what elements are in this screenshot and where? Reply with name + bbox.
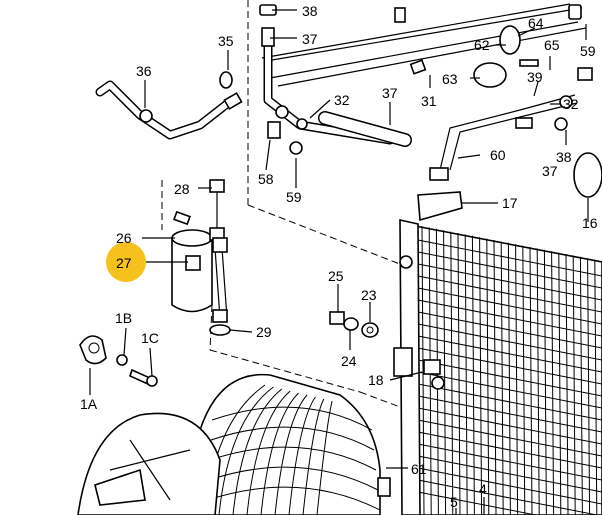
label-60: 60 (490, 147, 506, 163)
label-37: 37 (302, 31, 318, 47)
label-5: 5 (450, 494, 458, 510)
label-1c: 1C (141, 330, 159, 346)
label-65: 65 (544, 37, 560, 53)
label-4: 4 (479, 481, 487, 497)
label-17: 17 (502, 195, 518, 211)
label-1b: 1B (115, 310, 132, 326)
label-16: 16 (582, 215, 598, 231)
label-58: 58 (258, 171, 274, 187)
label-18: 18 (368, 372, 384, 388)
label-59-top: 59 (580, 43, 596, 59)
receiver-drier (171, 179, 231, 336)
label-59: 59 (286, 189, 302, 205)
label-64: 64 (528, 15, 544, 31)
label-27: 27 (116, 255, 132, 271)
bracket-1a (79, 335, 158, 387)
label-31: 31 (421, 93, 437, 109)
label-29: 29 (256, 324, 272, 340)
small-parts (329, 311, 379, 338)
label-63: 63 (442, 71, 458, 87)
label-36: 36 (136, 63, 152, 79)
label-25: 25 (328, 268, 344, 284)
leader-lines (89, 9, 589, 515)
hose-37 (318, 111, 412, 147)
label-38-right: 38 (556, 149, 572, 165)
label-32: 32 (334, 92, 350, 108)
fittings-top (219, 4, 602, 198)
highlight-marker (106, 242, 146, 282)
label-61: 61 (411, 461, 427, 477)
label-62: 62 (474, 37, 490, 53)
label-1a: 1A (80, 396, 98, 412)
fan-shroud (77, 373, 391, 515)
label-23: 23 (361, 287, 377, 303)
hose-36 (95, 80, 237, 140)
label-37-right: 37 (542, 163, 558, 179)
label-32-right: 32 (563, 96, 579, 112)
label-35: 35 (218, 33, 234, 49)
frame-lines (161, 0, 411, 411)
label-38: 38 (302, 3, 318, 19)
part-labels: 38 37 35 36 32 37 31 64 62 65 63 59 39 3… (80, 3, 598, 510)
label-26: 26 (116, 230, 132, 246)
label-28: 28 (174, 181, 190, 197)
label-24: 24 (341, 353, 357, 369)
condenser (393, 191, 602, 515)
label-39: 39 (527, 69, 543, 85)
label-37-hose: 37 (382, 85, 398, 101)
